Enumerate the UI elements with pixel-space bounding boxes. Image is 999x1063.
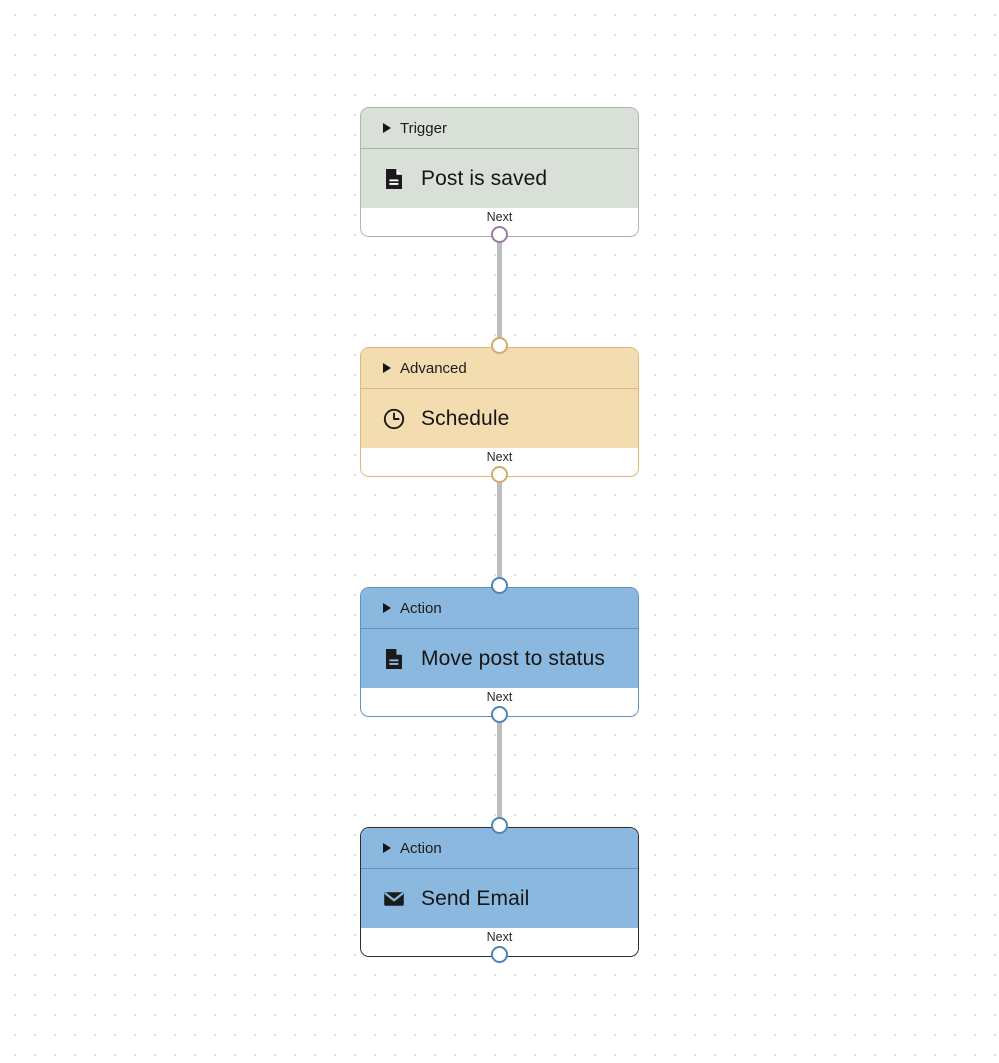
node-frame: Action Move post to status Next bbox=[360, 587, 639, 717]
node-next-label: Next bbox=[486, 210, 513, 224]
node-frame: Trigger Post is saved Next bbox=[360, 107, 639, 237]
node-title: Send Email bbox=[421, 886, 530, 910]
edge-advanced-to-action-move[interactable] bbox=[497, 474, 502, 585]
node-body-advanced[interactable]: Schedule bbox=[361, 388, 638, 448]
node-title: Post is saved bbox=[421, 166, 548, 190]
node-body-action-email[interactable]: Send Email bbox=[361, 868, 638, 928]
chevron-right-icon[interactable] bbox=[383, 363, 391, 373]
connector-handle-action-move-in[interactable] bbox=[491, 577, 508, 594]
connector-handle-advanced-next[interactable] bbox=[491, 466, 508, 483]
node-title: Schedule bbox=[421, 406, 510, 430]
edge-action-move-to-action-email[interactable] bbox=[497, 714, 502, 825]
node-category-label: Trigger bbox=[400, 119, 447, 137]
connector-handle-advanced-in[interactable] bbox=[491, 337, 508, 354]
connector-handle-trigger-next[interactable] bbox=[491, 226, 508, 243]
document-icon bbox=[381, 166, 407, 192]
node-category-label: Action bbox=[400, 839, 442, 857]
connector-handle-action-email-next[interactable] bbox=[491, 946, 508, 963]
node-next-label: Next bbox=[486, 930, 513, 944]
workflow-node-action-move-post-to-status[interactable]: Action Move post to status Next bbox=[360, 587, 639, 717]
chevron-right-icon[interactable] bbox=[383, 603, 391, 613]
chevron-right-icon[interactable] bbox=[383, 843, 391, 853]
node-category-label: Action bbox=[400, 599, 442, 617]
node-body-trigger[interactable]: Post is saved bbox=[361, 148, 638, 208]
node-frame: Action Send Email Next bbox=[360, 827, 639, 957]
connector-handle-action-move-next[interactable] bbox=[491, 706, 508, 723]
edge-trigger-to-advanced[interactable] bbox=[497, 234, 502, 345]
document-icon bbox=[381, 646, 407, 672]
envelope-icon bbox=[381, 886, 407, 912]
node-body-action-move[interactable]: Move post to status bbox=[361, 628, 638, 688]
workflow-node-advanced-schedule[interactable]: Advanced Schedule Next bbox=[360, 347, 639, 477]
node-header-trigger[interactable]: Trigger bbox=[361, 108, 638, 148]
clock-icon bbox=[381, 406, 407, 432]
workflow-node-action-send-email[interactable]: Action Send Email Next bbox=[360, 827, 639, 957]
node-header-action-move[interactable]: Action bbox=[361, 588, 638, 628]
node-header-action-email[interactable]: Action bbox=[361, 828, 638, 868]
node-header-advanced[interactable]: Advanced bbox=[361, 348, 638, 388]
node-title: Move post to status bbox=[421, 646, 605, 670]
workflow-node-trigger-post-is-saved[interactable]: Trigger Post is saved Next bbox=[360, 107, 639, 237]
connector-handle-action-email-in[interactable] bbox=[491, 817, 508, 834]
chevron-right-icon[interactable] bbox=[383, 123, 391, 133]
node-next-label: Next bbox=[486, 450, 513, 464]
node-category-label: Advanced bbox=[400, 359, 467, 377]
node-next-label: Next bbox=[486, 690, 513, 704]
node-frame: Advanced Schedule Next bbox=[360, 347, 639, 477]
